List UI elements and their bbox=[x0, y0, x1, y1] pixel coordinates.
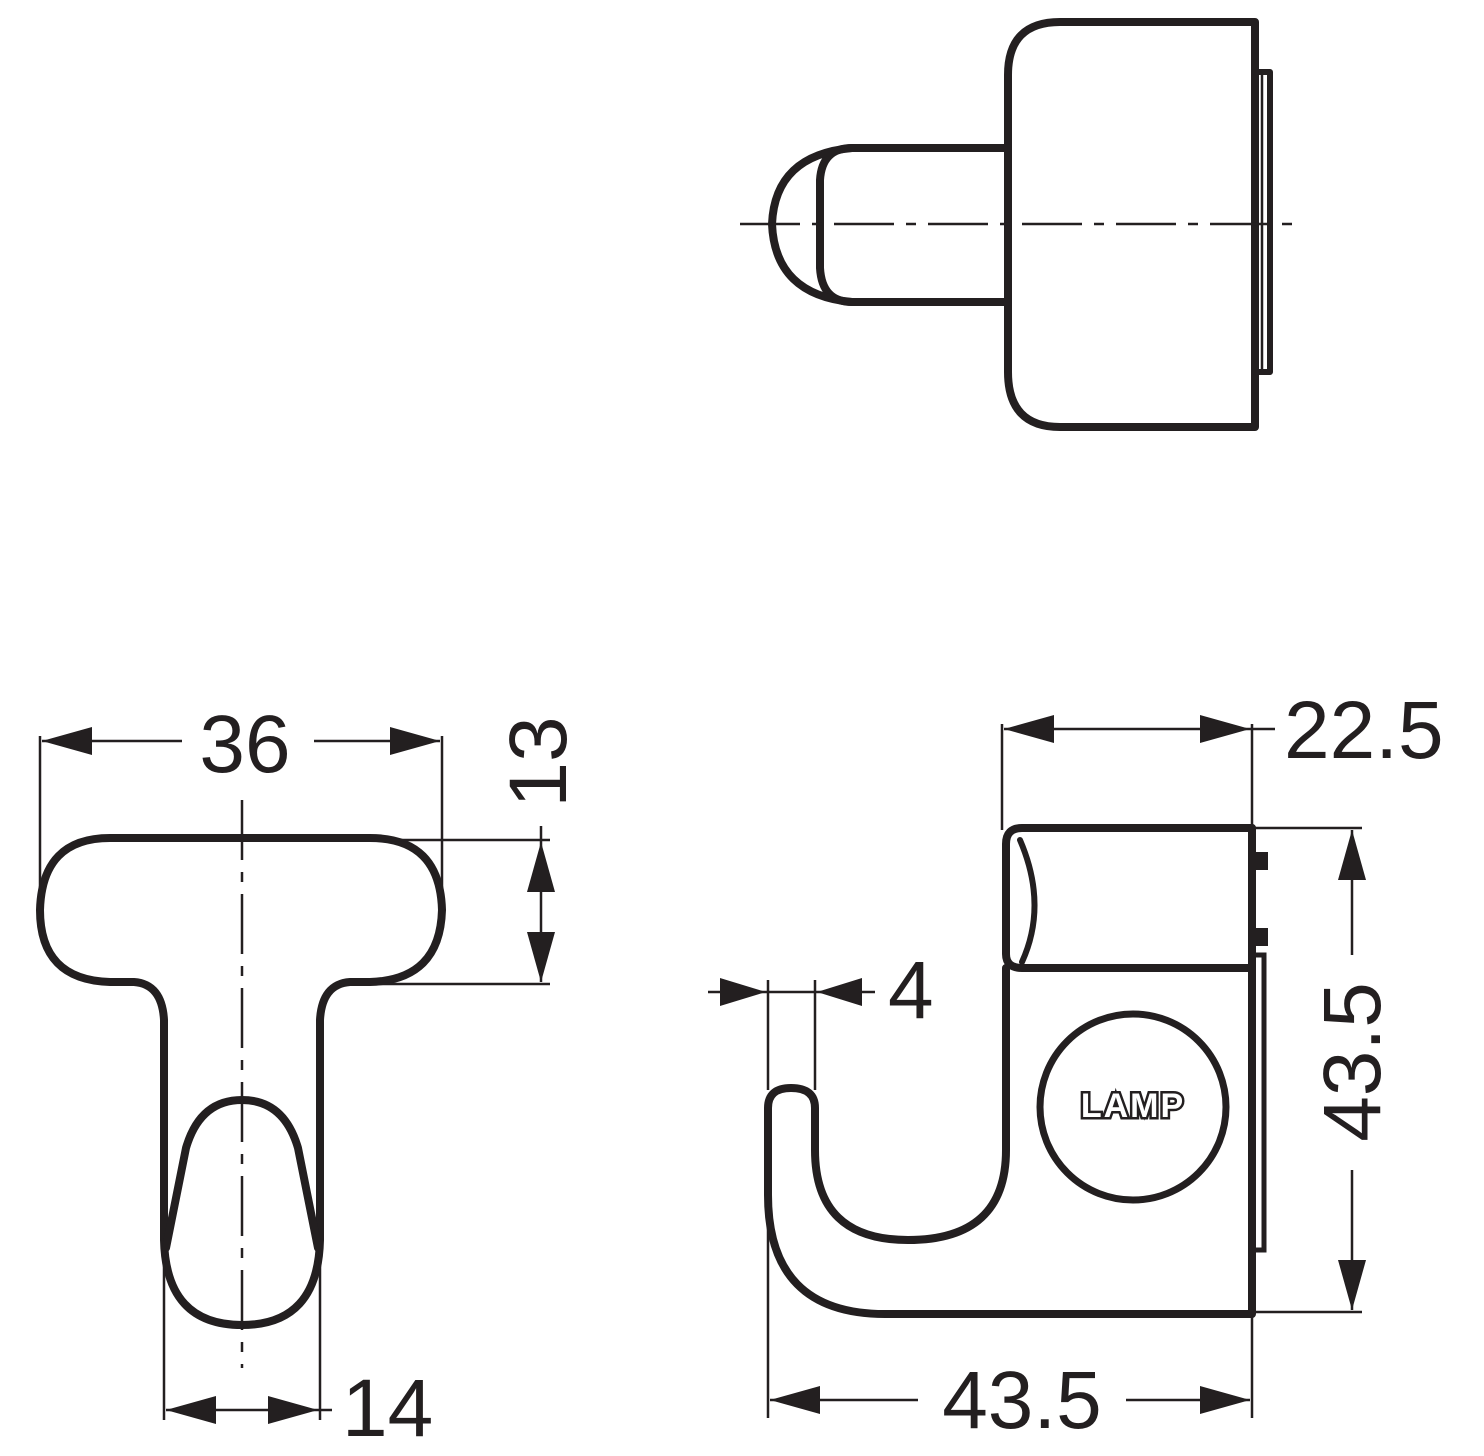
side-view: LAMP 4 22.5 43.5 bbox=[708, 685, 1444, 1446]
dimension-width-front: 36 bbox=[38, 699, 444, 890]
dimension-wire-thickness: 4 bbox=[708, 945, 934, 1090]
dimension-stem-width: 14 bbox=[162, 1250, 433, 1454]
dimension-base-depth: 22.5 bbox=[1000, 685, 1444, 830]
top-view-base-block bbox=[1004, 18, 1259, 431]
dimension-label-4: 4 bbox=[888, 945, 934, 1036]
dimension-head-height: 13 bbox=[370, 716, 584, 986]
dimension-label-36: 36 bbox=[199, 699, 290, 790]
dimension-label-14: 14 bbox=[342, 1363, 433, 1454]
side-view-back-plate bbox=[1254, 952, 1267, 1253]
dimension-height-side: 43.5 bbox=[1254, 826, 1398, 1314]
logo-text: LAMP bbox=[1081, 1087, 1185, 1125]
dimension-depth-side: 43.5 bbox=[766, 1200, 1254, 1446]
front-view: 36 13 14 bbox=[36, 699, 584, 1454]
dimension-label-43-5-horizontal: 43.5 bbox=[942, 1355, 1102, 1446]
dimension-label-22-5: 22.5 bbox=[1284, 685, 1444, 776]
top-view bbox=[740, 18, 1302, 431]
dimension-label-13: 13 bbox=[493, 716, 584, 807]
top-view-back-plate bbox=[1252, 69, 1273, 375]
side-view-cap bbox=[1002, 824, 1256, 972]
side-view-cap-curve bbox=[1017, 837, 1038, 965]
dimension-label-43-5-vertical: 43.5 bbox=[1307, 982, 1398, 1142]
side-view-hook-body bbox=[764, 824, 1256, 1318]
logo-circle bbox=[1036, 1010, 1230, 1204]
